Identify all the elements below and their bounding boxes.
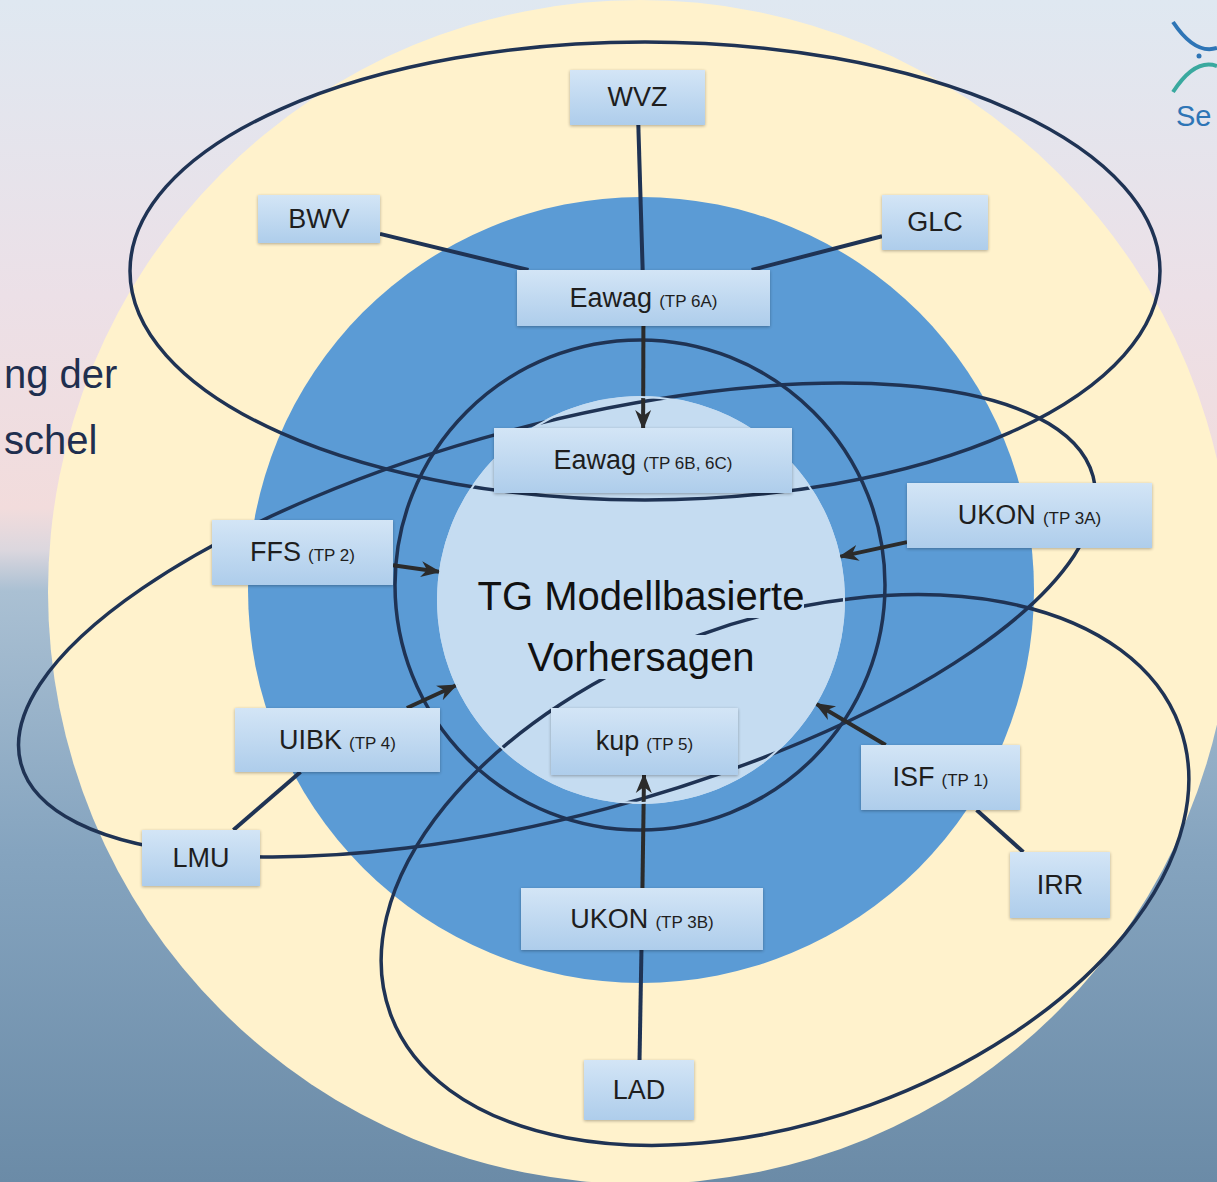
cut-heading-fragment: schel [4,418,97,463]
logo-fish [1173,64,1217,92]
box-text-holder: ISF (TP 1) [893,762,989,793]
subproject-code: (TP 4) [349,734,396,753]
partner-box: IRR [1010,852,1110,918]
flow-arrow [641,326,645,428]
partner-box: UKON (TP 3B) [521,888,763,950]
partner-box: ISF (TP 1) [861,745,1020,810]
partner-name: LAD [613,1075,666,1105]
box-text-holder: Eawag (TP 6B, 6C) [554,445,733,476]
box-text-holder: UKON (TP 3B) [570,904,713,935]
middle-blue-circle [248,197,1034,983]
box-text-holder: LMU [172,843,229,874]
link-line [640,950,642,1060]
partner-name: Eawag [554,445,637,475]
partner-name: BWV [288,204,350,234]
partner-name: FFS [250,537,301,567]
box-text-holder: LAD [613,1075,666,1106]
logo-fish [1173,22,1217,49]
subproject-code: (TP 6A) [659,292,717,311]
partner-name: UIBK [279,725,342,755]
box-text-holder: FFS (TP 2) [250,537,355,568]
box-text-holder: GLC [907,207,963,238]
subproject-code: (TP 2) [308,546,355,565]
cut-heading-fragment: ng der [4,352,117,397]
box-text-holder: WVZ [608,82,668,113]
inner-light-circle [437,396,845,804]
partner-name: IRR [1037,870,1084,900]
partner-box: FFS (TP 2) [212,520,393,585]
partner-box: kup (TP 5) [551,708,738,775]
box-text-holder: Eawag (TP 6A) [570,283,718,314]
box-text-holder: IRR [1037,870,1084,901]
partner-box: LAD [584,1060,694,1120]
circle-border [438,397,844,803]
link-line [752,236,882,270]
outer-yellow-circle [48,0,1217,1182]
flow-arrow [840,542,907,556]
partner-box: Eawag (TP 6B, 6C) [494,428,792,493]
group-circle: TG Modellbasierte Vorhersagen Eawag (TP 6B… [437,396,845,804]
link-line [638,125,642,270]
link-line [380,234,528,270]
partner-name: GLC [907,207,963,237]
group-ring [395,340,885,830]
partner-name: UKON [958,500,1036,530]
box-text-holder: UKON (TP 3A) [958,500,1101,531]
group-ellipse [305,491,1217,1182]
flow-arrow [642,775,644,888]
partner-name: WVZ [608,82,668,112]
box-text-holder: BWV [288,204,350,235]
partner-box: UIBK (TP 4) [235,708,440,772]
partner-box: BWV [258,195,380,243]
partner-box: Eawag (TP 6A) [517,270,770,326]
center-text-holder: TG Modellbasierte Vorhersagen [461,570,821,692]
logo-eye [1197,54,1202,59]
subproject-code: (TP 3B) [655,913,713,932]
partner-name: ISF [893,762,935,792]
box-text-holder: kup (TP 5) [596,726,693,757]
link-line [233,772,300,830]
group-title: TG Modellbasierte Vorhersagen [478,574,805,679]
partner-box: UKON (TP 3A) [907,483,1152,548]
flow-arrow [393,565,439,571]
partner-name: LMU [172,843,229,873]
subproject-code: (TP 3A) [1043,509,1101,528]
flow-arrow [816,704,885,745]
partner-name: UKON [570,904,648,934]
partner-name: kup [596,726,640,756]
partner-box: LMU [142,830,260,886]
link-line [977,810,1024,852]
group-ellipse [0,288,1144,952]
subproject-code: (TP 1) [942,771,989,790]
box-text-holder: UIBK (TP 4) [279,725,396,756]
partner-box: GLC [882,195,988,250]
partner-box: WVZ [570,70,705,125]
flow-arrow [407,685,456,708]
subproject-code: (TP 6B, 6C) [643,454,732,473]
cut-heading-fragment: Se [1176,100,1211,133]
partner-name: Eawag [570,283,653,313]
group-ellipse [130,42,1160,500]
subproject-code: (TP 5) [646,735,693,754]
